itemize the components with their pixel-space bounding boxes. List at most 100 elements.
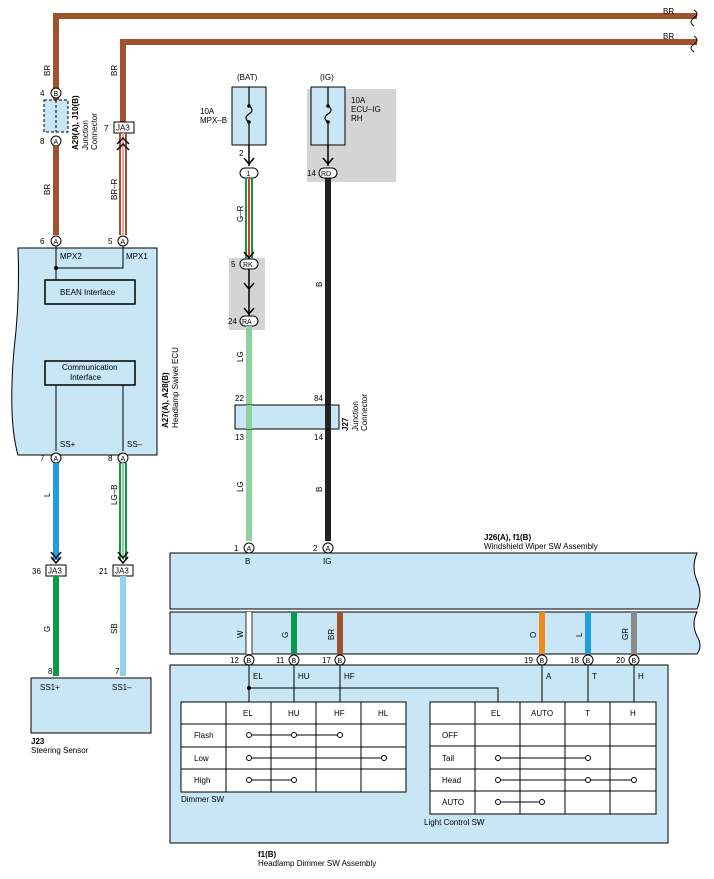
wire-color-br-4: BR: [110, 65, 119, 76]
svg-text:BEAN Interface: BEAN Interface: [60, 288, 116, 297]
wire-color-br-2: BR: [663, 32, 674, 41]
svg-text:A: A: [247, 546, 252, 553]
svg-text:BR: BR: [327, 629, 336, 640]
svg-text:B: B: [247, 658, 252, 665]
svg-text:GR: GR: [621, 628, 630, 640]
pin-b-4: [50, 87, 62, 99]
svg-text:Communication: Communication: [62, 363, 118, 372]
svg-text:5: 5: [108, 237, 113, 246]
svg-text:Dimmer SW: Dimmer SW: [181, 795, 225, 804]
svg-text:SB: SB: [110, 623, 119, 634]
svg-text:AUTO: AUTO: [442, 798, 464, 807]
headlamp-swivel-ecu: [11, 247, 158, 456]
svg-text:Headlamp Dimmer SW Assembly: Headlamp Dimmer SW Assembly: [258, 859, 376, 868]
svg-text:OFF: OFF: [442, 731, 458, 740]
svg-text:Flash: Flash: [194, 731, 214, 740]
svg-text:2: 2: [239, 149, 244, 158]
svg-text:24: 24: [228, 317, 237, 326]
svg-text:1: 1: [234, 544, 239, 553]
svg-text:7: 7: [104, 124, 109, 133]
svg-text:JA3: JA3: [115, 567, 129, 576]
svg-text:LG: LG: [236, 481, 245, 492]
svg-text:B: B: [632, 658, 637, 665]
svg-text:L: L: [575, 632, 584, 637]
steering-sensor: [30, 677, 152, 734]
svg-text:EL: EL: [253, 672, 263, 681]
svg-text:Interface: Interface: [70, 373, 102, 382]
svg-text:J27: J27: [341, 417, 350, 431]
svg-text:6: 6: [40, 237, 45, 246]
svg-text:JA3: JA3: [116, 124, 130, 133]
svg-text:Steering Sensor: Steering Sensor: [31, 746, 89, 755]
bean-interface: [44, 279, 136, 305]
svg-text:22: 22: [235, 394, 244, 403]
svg-text:SS1–: SS1–: [112, 683, 132, 692]
svg-text:ECU–IG: ECU–IG: [351, 105, 381, 114]
svg-text:Light Control SW: Light Control SW: [424, 818, 485, 827]
svg-text:36: 36: [32, 567, 41, 576]
svg-text:B: B: [292, 658, 297, 665]
wiper-sw-assembly: [169, 552, 701, 610]
svg-text:Tail: Tail: [442, 754, 454, 763]
svg-text:G–R: G–R: [236, 205, 245, 222]
svg-text:SS1+: SS1+: [40, 683, 60, 692]
svg-text:HF: HF: [334, 709, 345, 718]
light-control-sw-table: [429, 701, 657, 815]
svg-text:Junction: Junction: [81, 120, 90, 150]
svg-text:SS–: SS–: [127, 440, 143, 449]
svg-text:A: A: [546, 672, 552, 681]
svg-text:8: 8: [108, 454, 113, 463]
svg-text:High: High: [194, 776, 210, 785]
svg-text:T: T: [585, 709, 590, 718]
svg-text:B: B: [315, 487, 324, 492]
br-wire-top: [53, 9, 698, 127]
svg-text:A: A: [54, 239, 59, 246]
svg-text:Windshield Wiper SW Assembly: Windshield Wiper SW Assembly: [484, 542, 598, 551]
svg-text:H: H: [630, 709, 636, 718]
svg-text:21: 21: [99, 567, 108, 576]
svg-text:B: B: [315, 282, 324, 287]
svg-text:13: 13: [235, 433, 244, 442]
svg-text:8: 8: [40, 137, 45, 146]
svg-text:7: 7: [115, 667, 120, 676]
svg-text:Connector: Connector: [360, 394, 369, 431]
svg-text:B: B: [540, 658, 545, 665]
svg-text:HL: HL: [378, 709, 389, 718]
svg-text:O: O: [529, 632, 538, 638]
svg-text:14: 14: [307, 169, 316, 178]
svg-text:MPX1: MPX1: [126, 252, 148, 261]
svg-text:AUTO: AUTO: [531, 709, 553, 718]
svg-text:RA: RA: [242, 319, 252, 326]
svg-text:Low: Low: [194, 754, 209, 763]
svg-text:T: T: [592, 672, 597, 681]
svg-text:20: 20: [616, 656, 625, 665]
svg-text:(BAT): (BAT): [237, 73, 258, 82]
wire-color-br-1: BR: [663, 7, 674, 16]
svg-text:MPX–B: MPX–B: [200, 116, 227, 125]
svg-text:7: 7: [40, 454, 45, 463]
svg-text:(IG): (IG): [320, 73, 334, 82]
svg-text:W: W: [236, 630, 245, 638]
ecu-name: Headlamp Swivel ECU: [171, 347, 180, 428]
svg-text:MPX2: MPX2: [60, 252, 82, 261]
svg-text:B: B: [54, 91, 59, 98]
svg-text:SS+: SS+: [60, 440, 76, 449]
svg-text:RH: RH: [351, 114, 363, 123]
svg-text:Connector: Connector: [90, 113, 99, 150]
svg-text:JA3: JA3: [48, 567, 62, 576]
svg-text:IG: IG: [323, 557, 331, 566]
svg-text:B: B: [586, 658, 591, 665]
svg-text:HF: HF: [344, 672, 355, 681]
svg-text:19: 19: [524, 656, 533, 665]
svg-text:HU: HU: [298, 672, 310, 681]
a29-id: A29(A), J10(B): [71, 95, 80, 150]
svg-text:BR–R: BR–R: [110, 178, 119, 200]
svg-text:B: B: [338, 658, 343, 665]
svg-text:B: B: [245, 557, 250, 566]
svg-text:J26(A), f1(B): J26(A), f1(B): [484, 533, 531, 542]
svg-text:8: 8: [48, 667, 53, 676]
svg-text:5: 5: [231, 260, 236, 269]
svg-text:A: A: [54, 139, 59, 146]
junction-connector-j27: [234, 404, 340, 430]
